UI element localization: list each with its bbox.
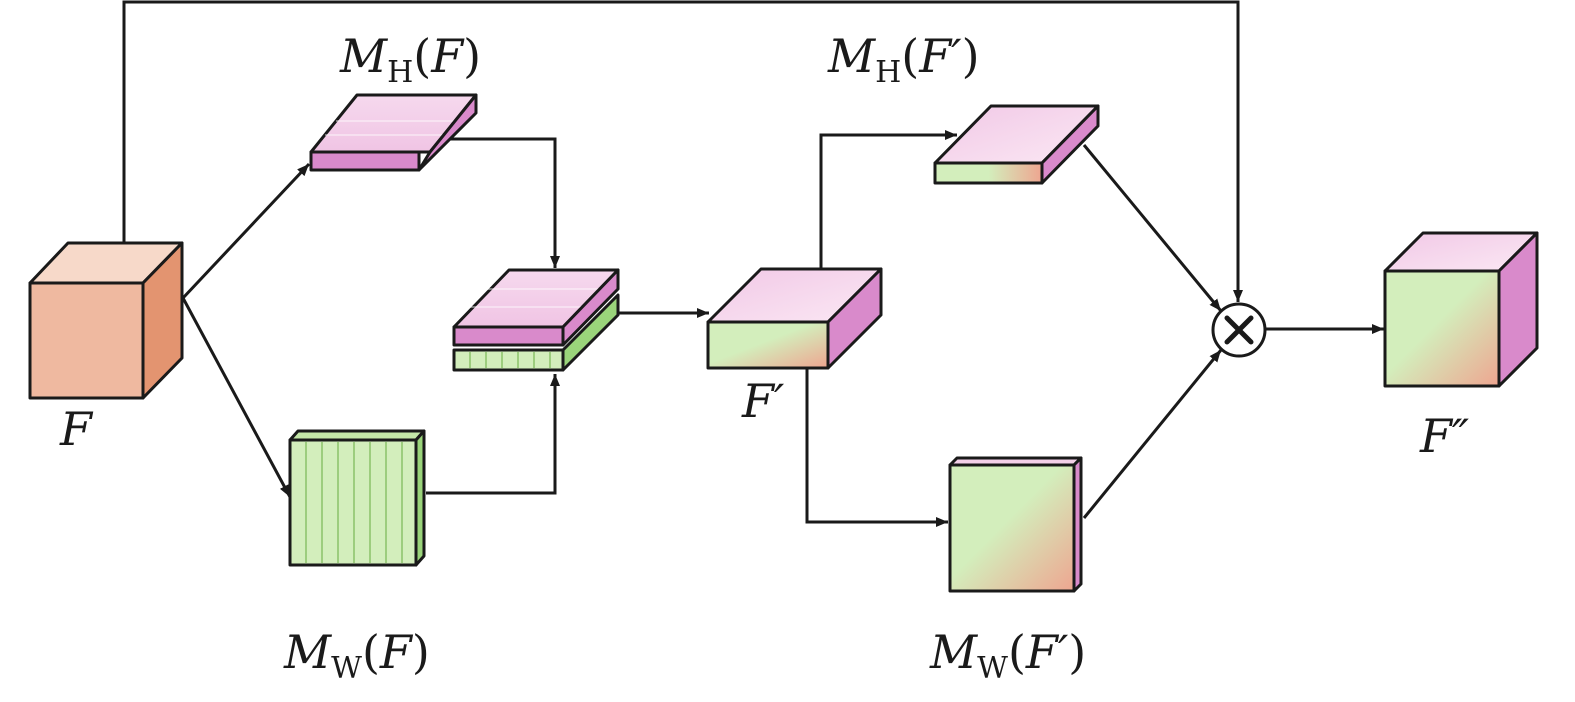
node-F-prime-box	[706, 267, 883, 370]
edge-MW-F-to-concat	[426, 374, 560, 495]
edges	[122, 0, 1384, 527]
edge-MH-F-to-concat	[450, 137, 560, 268]
edge-MH-Fp-to-mult	[1082, 144, 1223, 312]
node-concat-stack	[452, 268, 620, 372]
node-MW-F-slab	[288, 429, 426, 567]
label-MW-Fp: MW(F′)	[929, 625, 1086, 686]
edge-F-prime-to-MH-Fp	[819, 130, 957, 269]
node-MH-F-slab	[309, 93, 478, 172]
label-MH-F: MH(F)	[339, 29, 481, 90]
edge-F-skip-to-mult	[122, 0, 1243, 302]
edge-F-to-MH-F	[181, 162, 311, 300]
node-multiply	[1211, 302, 1267, 358]
labels: F MH(F) MW(F) F′ MH(F′) MW(F′) F″	[59, 29, 1469, 686]
label-F: F	[59, 402, 94, 456]
edge-F-prime-to-MW-Fp	[805, 368, 948, 527]
node-MW-Fp-slab	[948, 456, 1083, 593]
node-F-cube	[28, 241, 184, 400]
label-F-prime: F′	[741, 374, 785, 428]
label-MH-Fp: MH(F′)	[827, 29, 980, 90]
label-MW-F: MW(F)	[283, 625, 430, 686]
edge-F-to-MW-F	[181, 297, 292, 498]
node-MH-Fp-slab	[933, 104, 1100, 185]
edge-MW-Fp-to-mult	[1082, 349, 1223, 519]
label-F-dprime: F″	[1419, 409, 1469, 463]
node-F-dprime-cube	[1383, 231, 1539, 388]
